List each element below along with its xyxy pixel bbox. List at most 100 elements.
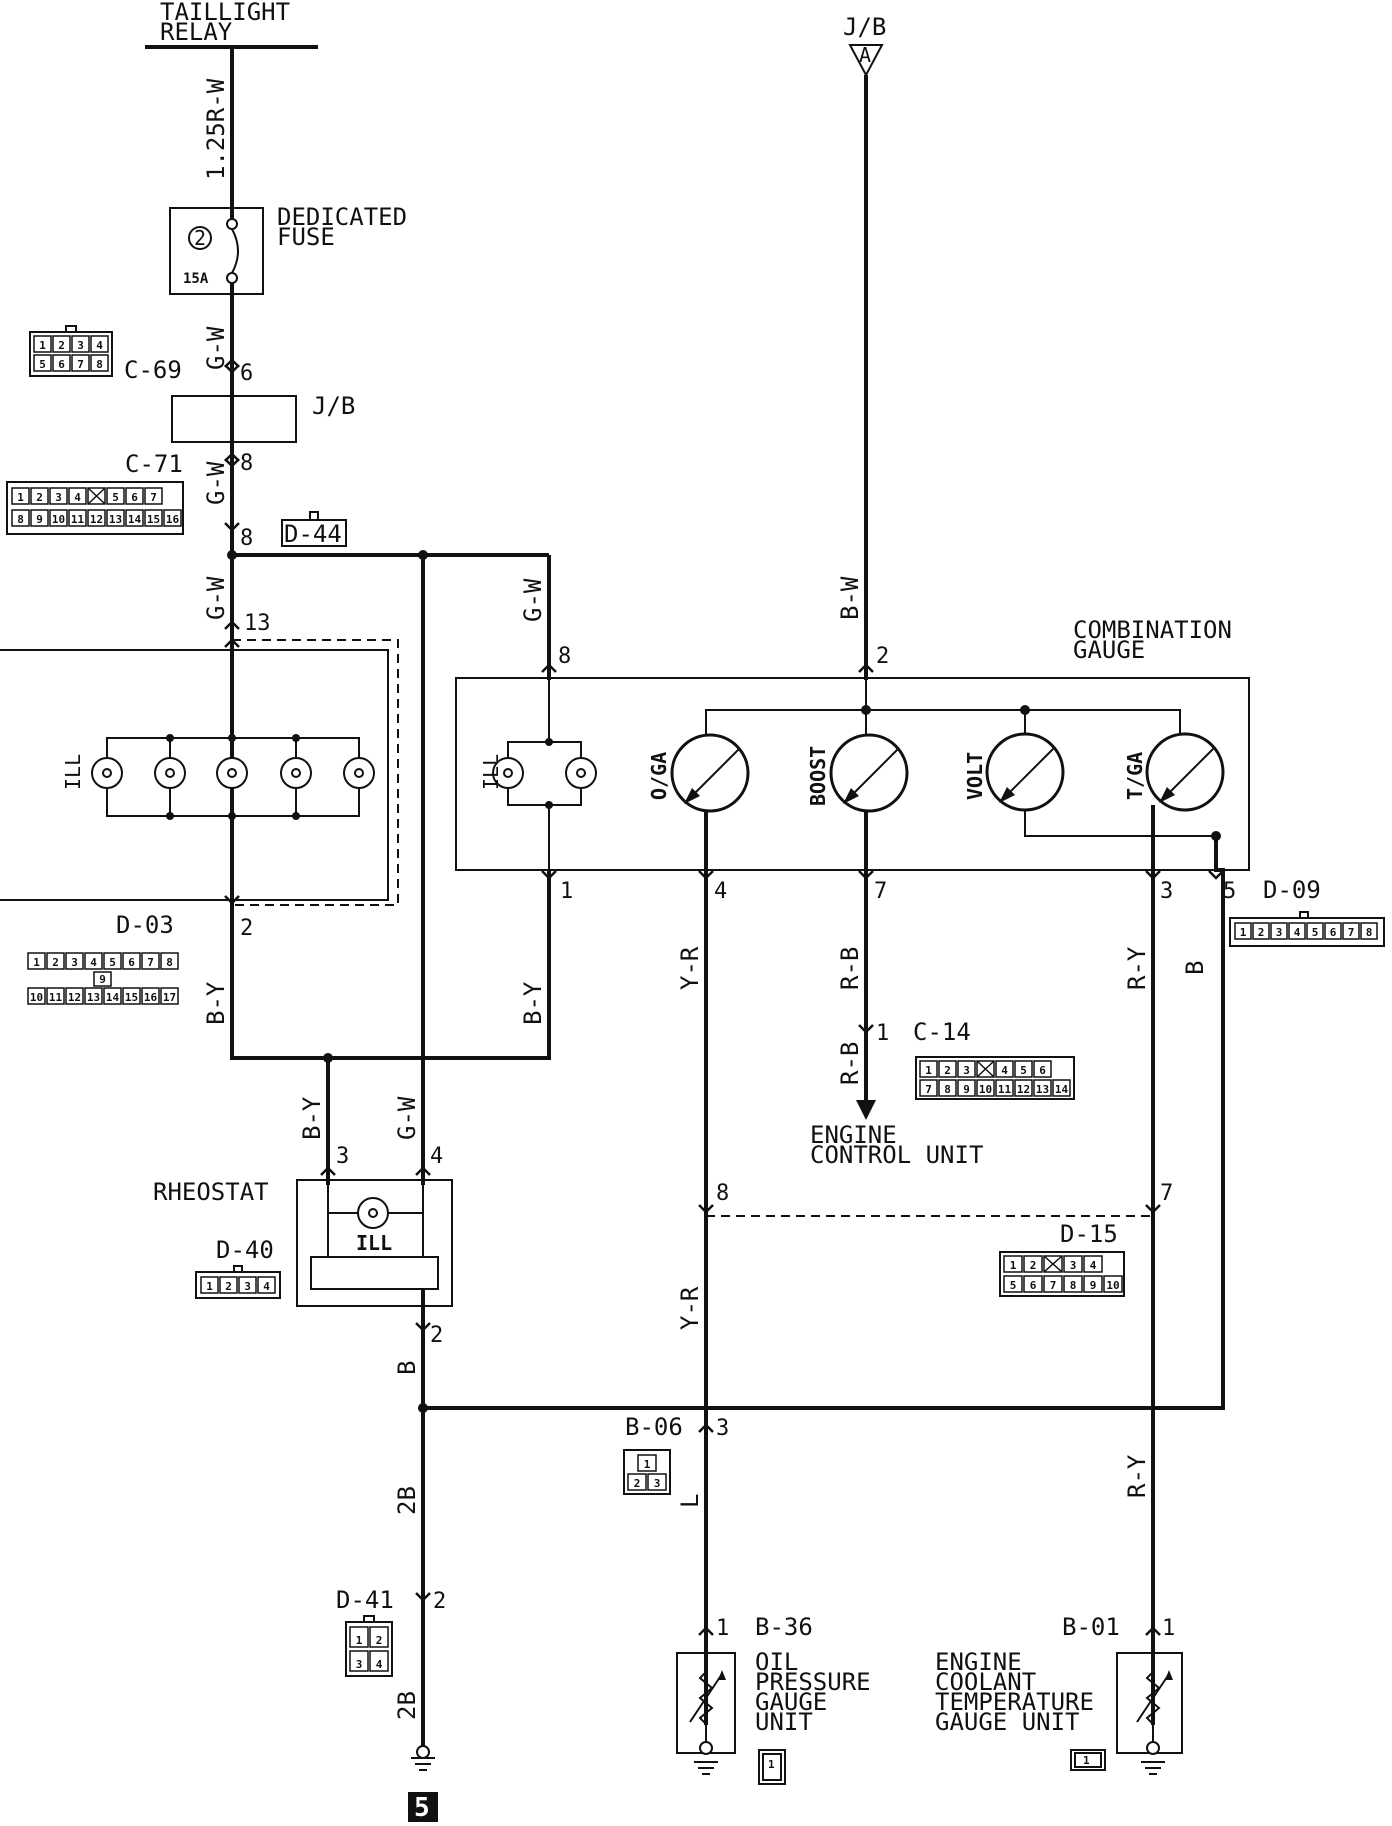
d03-pin-number: 10 <box>30 991 43 1004</box>
fuse-element <box>231 228 239 274</box>
wire-label-b-1: B <box>1181 961 1209 975</box>
connector-label-d44: D-44 <box>284 520 342 548</box>
c14-pin-number: 13 <box>1036 1083 1049 1096</box>
connector-chevron <box>698 1626 714 1636</box>
d09-pin-number: 1 <box>1240 926 1247 939</box>
meter-boost <box>829 733 909 813</box>
connector-chevron <box>224 620 240 630</box>
connector-chevron <box>224 895 240 905</box>
junction-dot <box>323 1053 333 1063</box>
c14-cell <box>938 1060 957 1078</box>
taillight-relay-label-1: TAILLIGHT <box>160 0 290 26</box>
lamp-bulb-icon <box>492 757 524 789</box>
b06-pin-number: 2 <box>634 1477 641 1490</box>
d03-cell <box>84 952 103 970</box>
d41-pin-number: 3 <box>356 1658 363 1671</box>
c14-cell <box>1052 1079 1071 1097</box>
d15-pin-number: 9 <box>1090 1279 1097 1292</box>
connector-chevron <box>1145 1626 1161 1636</box>
fuse-number-circle <box>188 226 212 250</box>
connector-label-c71: C-71 <box>125 450 183 478</box>
dedicated-fuse-label-1: DEDICATED <box>277 203 407 231</box>
connector-label-b36: B-36 <box>755 1613 813 1641</box>
connector-face-b01: 1 <box>1070 1749 1106 1771</box>
c14-pin-number: 7 <box>925 1083 932 1096</box>
c71-pin-number: 2 <box>36 491 43 504</box>
d15-cell <box>1063 1275 1083 1293</box>
ill-label-left: ILL <box>61 754 85 790</box>
wire-label-gw-1: G-W <box>202 326 230 370</box>
c14-pin-number: 12 <box>1017 1083 1030 1096</box>
c69-cell <box>90 354 109 372</box>
d03-pin-number: 17 <box>163 991 176 1004</box>
c14-cell <box>957 1060 976 1078</box>
c14-pin-number: 1 <box>925 1064 932 1077</box>
gauge-internal-bus <box>705 709 1181 735</box>
c14-pin-number: 5 <box>1020 1064 1027 1077</box>
lamp-bulb-icon <box>565 757 597 789</box>
c14-pin-number: 4 <box>1001 1064 1008 1077</box>
svg-text:1: 1 <box>768 1758 775 1771</box>
connector-chevron <box>698 870 714 880</box>
d09-pin-number: 5 <box>1312 926 1319 939</box>
d09-pin-number: 8 <box>1366 926 1373 939</box>
d15-cell <box>1023 1275 1043 1293</box>
b06-pin-number: 3 <box>654 1477 661 1490</box>
c71-pin-number: 13 <box>109 513 122 526</box>
combination-gauge-label-1: COMBINATION <box>1073 616 1232 644</box>
c71-pin-number: 10 <box>52 513 65 526</box>
d40-cell <box>219 1276 238 1294</box>
cg-ill-bulbs <box>492 757 597 789</box>
d15-pin-number: 5 <box>1010 1279 1017 1292</box>
pin-1-c14: 1 <box>876 1021 889 1046</box>
wire-label-rb-1: R-B <box>836 947 864 990</box>
connector-label-d03: D-03 <box>116 911 174 939</box>
d09-pin-number: 4 <box>1294 926 1301 939</box>
d40-pin-number: 2 <box>225 1280 232 1293</box>
wire-label-2b-2: 2B <box>393 1691 421 1720</box>
wire-label-b-2: B <box>393 1361 421 1375</box>
oil-pressure-sensor <box>676 1652 736 1775</box>
jb-top-label: J/B <box>843 13 886 41</box>
c14-cell <box>976 1079 995 1097</box>
c14-cell <box>1033 1079 1052 1097</box>
d40-cell <box>200 1276 219 1294</box>
d15-cell <box>1043 1255 1063 1273</box>
c71-cell <box>87 487 106 505</box>
c71-cell <box>30 509 49 527</box>
coolant-temp-sensor <box>1116 1652 1183 1775</box>
pin-8a: 8 <box>240 451 253 476</box>
meter-label-volt: VOLT <box>963 752 987 800</box>
d03-cell <box>27 952 46 970</box>
pin-8-d15: 8 <box>716 1181 729 1206</box>
d41-cell <box>349 1650 369 1672</box>
connector-label-b06: B-06 <box>625 1413 683 1441</box>
d40-cell <box>238 1276 257 1294</box>
c71-cell <box>125 487 144 505</box>
d15-pin-number: 3 <box>1070 1259 1077 1272</box>
cg-ill-loop <box>507 680 582 806</box>
d03-pin-number: 5 <box>109 956 116 969</box>
d03-pin-number: 11 <box>49 991 63 1004</box>
d40-pin-number: 1 <box>206 1280 213 1293</box>
d03-cell <box>65 952 84 970</box>
svg-text:1: 1 <box>1083 1754 1090 1767</box>
wire-label-gw-4: G-W <box>519 578 547 622</box>
d03-cell <box>27 987 46 1005</box>
connector-chevron <box>541 870 557 880</box>
connector-chevron <box>541 663 557 673</box>
wire-label-yr-2: Y-R <box>676 1286 704 1330</box>
d09-pin-number: 7 <box>1348 926 1355 939</box>
ground-number-box <box>408 1792 438 1822</box>
pin-5-cg: 5 <box>1223 879 1236 904</box>
d03-pin-number: 6 <box>128 956 135 969</box>
d41-cell <box>369 1626 389 1648</box>
c71-cell <box>49 509 68 527</box>
b06-cell <box>647 1473 667 1491</box>
connector-chevron <box>224 364 240 374</box>
pin-2-rheostat: 2 <box>430 1323 443 1348</box>
d15-pin-number: 8 <box>1070 1279 1077 1292</box>
c14-pin-number: 14 <box>1055 1083 1069 1096</box>
